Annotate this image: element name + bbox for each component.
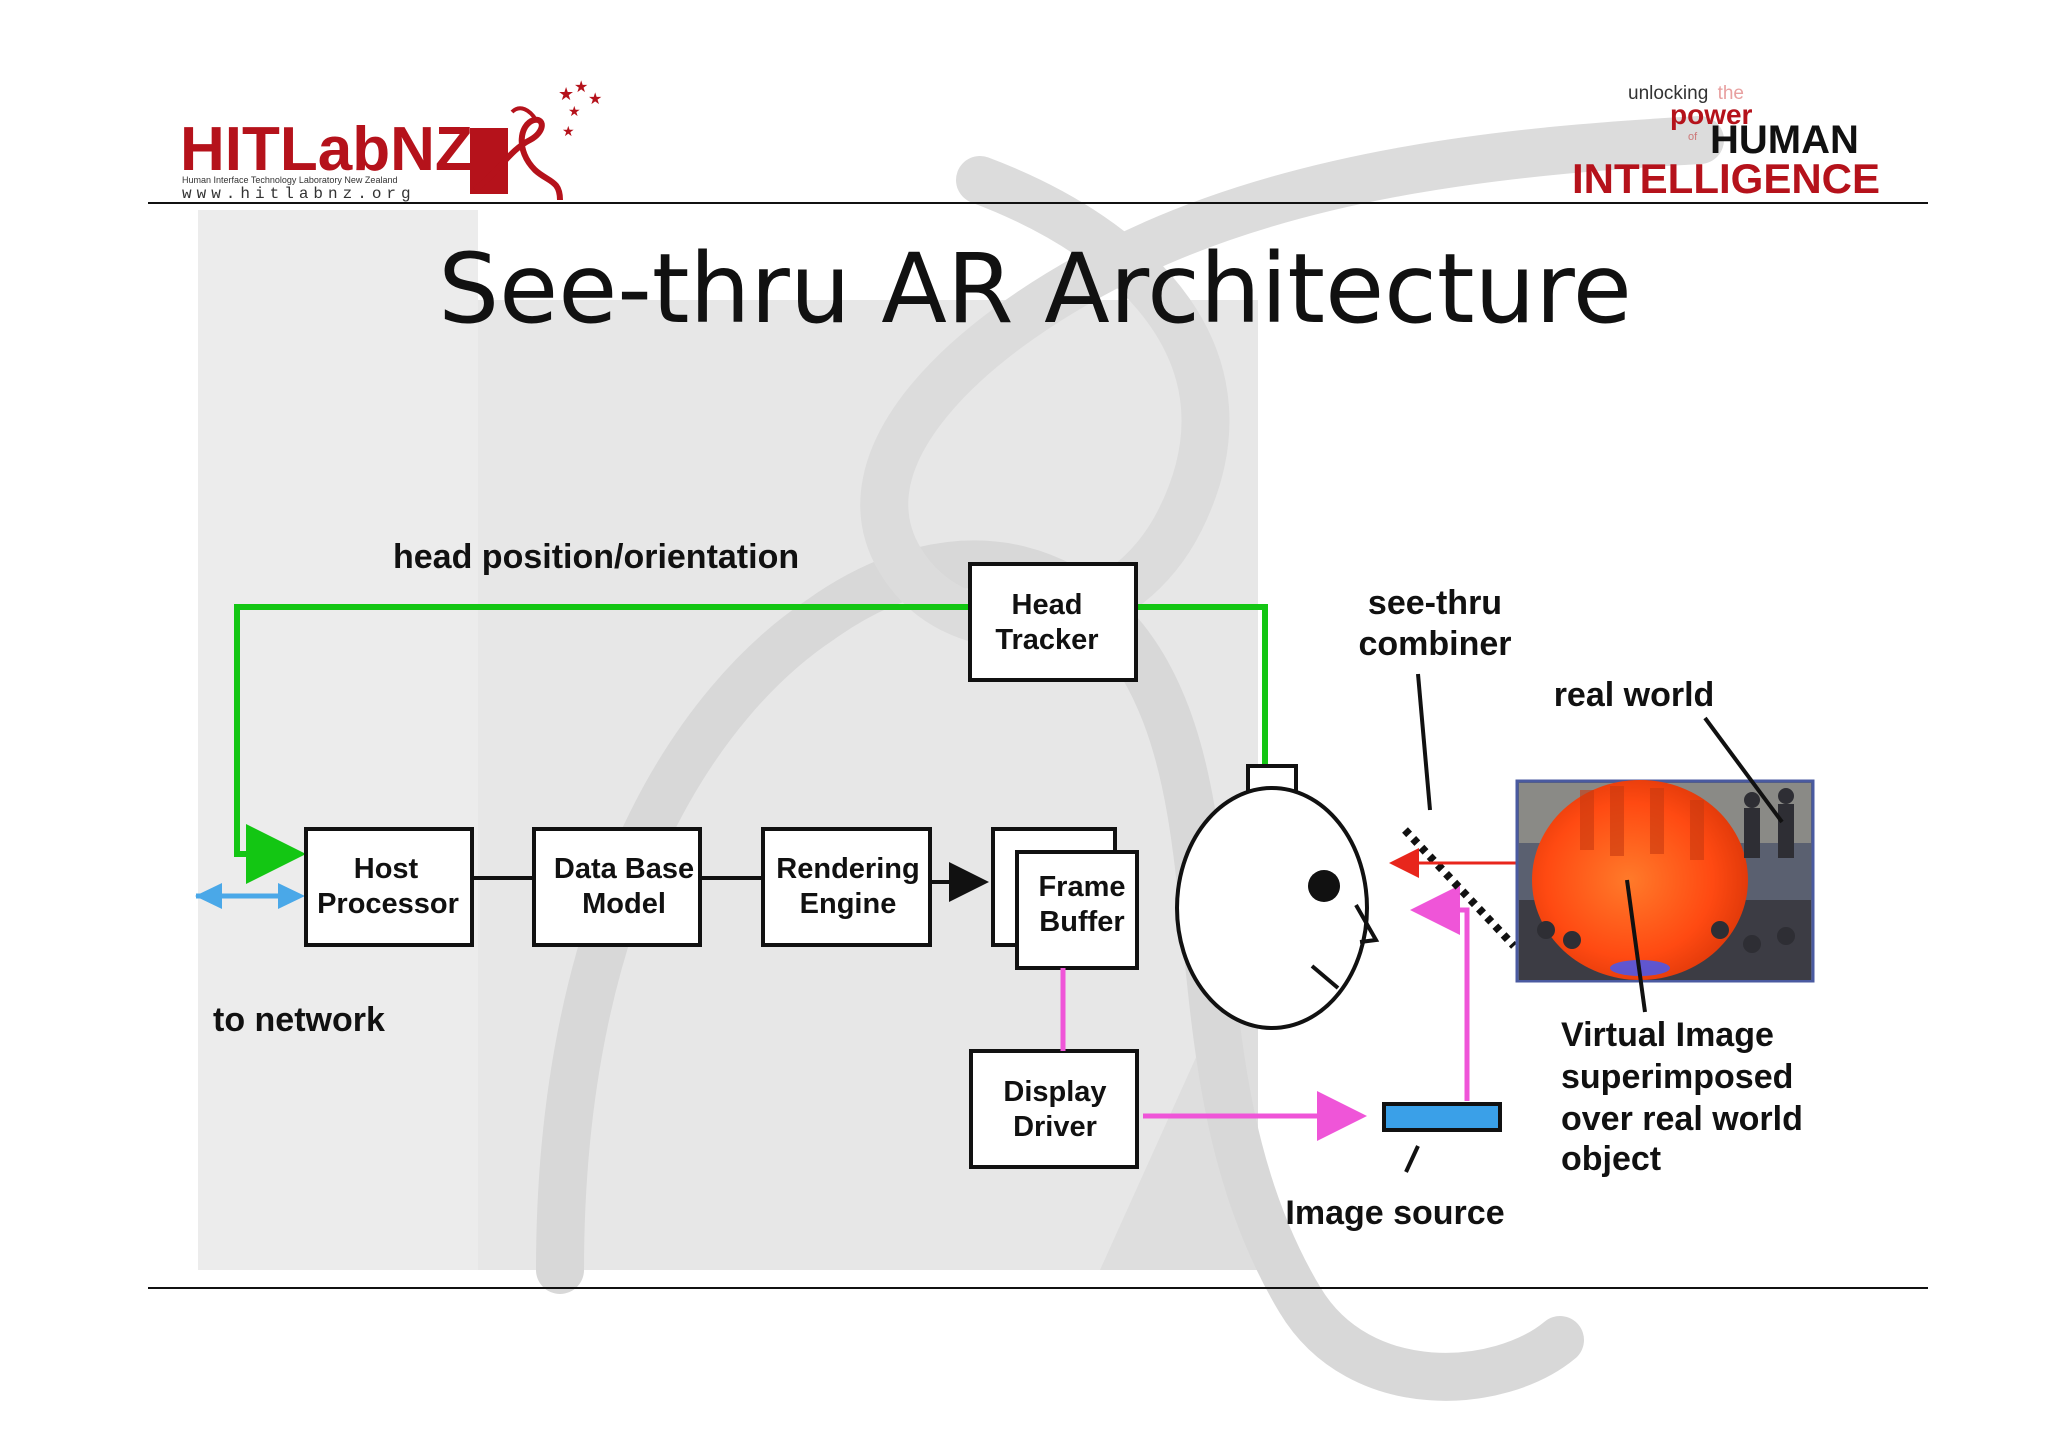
pipeline-connectors xyxy=(472,862,989,902)
head-position-label: head position/orientation xyxy=(393,538,799,576)
combiner-pointer xyxy=(1416,673,1432,811)
head-position-text: head position/orientation xyxy=(393,538,799,576)
database-line2: Model xyxy=(582,888,666,920)
svg-text:Driver: Driver xyxy=(1013,1111,1097,1143)
svg-text:superimposed: superimposed xyxy=(1561,1058,1793,1096)
display-line1: Display xyxy=(1003,1076,1106,1108)
svg-text:★: ★ xyxy=(588,91,602,108)
to-network-text: to network xyxy=(213,1001,385,1039)
see-thru-combiner xyxy=(1402,827,1517,949)
real-world-pointer xyxy=(1703,716,1784,824)
svg-text:Human Interface Technology Lab: Human Interface Technology Laboratory Ne… xyxy=(182,175,397,185)
combiner-label-line1: see-thru xyxy=(1368,584,1502,622)
svg-text:★: ★ xyxy=(568,103,581,119)
tagline-intelligence: INTELLIGENCE xyxy=(1572,155,1880,202)
tagline-human: HUMAN xyxy=(1710,118,1859,162)
svg-text:INTELLIGENCE: INTELLIGENCE xyxy=(1572,155,1880,202)
rendering-line2: Engine xyxy=(800,888,897,920)
tracker-to-host-arrow xyxy=(234,604,968,884)
to-network-label: to network xyxy=(213,1001,385,1039)
frame-buffer-box: Frame Buffer xyxy=(991,827,1139,970)
svg-text:★: ★ xyxy=(574,79,588,96)
slide-title-text: See-thru AR Architecture xyxy=(438,233,1632,345)
tagline-power: power xyxy=(1670,99,1753,130)
tagline-logo: unlocking the power of HUMAN INTELLIGENC… xyxy=(1572,83,1880,202)
virtual-image-label: Virtual Image superimposed over real wor… xyxy=(1561,1016,1803,1178)
host-line1: Host xyxy=(354,853,419,885)
svg-text:Data Base: Data Base xyxy=(554,853,694,885)
rendering-engine-box: Rendering Engine xyxy=(761,827,932,947)
svg-text:www.hitlabnz.org: www.hitlabnz.org xyxy=(182,185,416,203)
svg-text:Host: Host xyxy=(354,853,419,885)
svg-text:★: ★ xyxy=(558,84,574,104)
slide-title: See-thru AR Architecture xyxy=(438,233,1632,345)
combiner-text-2: combiner xyxy=(1358,625,1511,663)
svg-text:Model: Model xyxy=(582,888,666,920)
tracker-line2: Tracker xyxy=(995,624,1098,656)
logo-sub: Human Interface Technology Laboratory Ne… xyxy=(182,175,397,185)
real-world-label: real world xyxy=(1554,676,1715,714)
virtual-text-2: superimposed xyxy=(1561,1058,1793,1096)
image-source-label: Image source xyxy=(1285,1194,1504,1232)
tagline-unlocking: unlocking xyxy=(1628,83,1708,104)
svg-text:Rendering: Rendering xyxy=(776,853,919,885)
network-arrow xyxy=(195,883,305,909)
real-world-text: real world xyxy=(1554,676,1715,714)
image-source-block xyxy=(1382,1102,1502,1132)
combiner-label-line2: combiner xyxy=(1358,625,1511,663)
virtual-text-3: over real world xyxy=(1561,1100,1803,1138)
svg-text:unlocking the: unlocking the xyxy=(1628,83,1744,104)
logo-url: www.hitlabnz.org xyxy=(182,185,416,203)
image-source-text: Image source xyxy=(1285,1194,1504,1232)
svg-text:Display: Display xyxy=(1003,1076,1106,1108)
svg-text:Head: Head xyxy=(1012,589,1083,621)
tagline-the: the xyxy=(1718,83,1744,104)
svg-text:Frame: Frame xyxy=(1038,871,1125,903)
tracker-line1: Head xyxy=(1012,589,1083,621)
tracking-loop xyxy=(234,604,1268,884)
rendering-line1: Rendering xyxy=(776,853,919,885)
logo-emblem-icon: ★ ★ ★ ★ ★ xyxy=(470,79,602,201)
display-path xyxy=(1060,885,1470,1141)
svg-text:HITLabNZ: HITLabNZ xyxy=(180,115,473,184)
head-icon xyxy=(1175,764,1380,1030)
svg-text:Tracker: Tracker xyxy=(995,624,1098,656)
database-model-box: Data Base Model xyxy=(532,827,702,947)
tracker-to-helmet-line xyxy=(1130,604,1268,765)
svg-text:Virtual Image: Virtual Image xyxy=(1561,1016,1774,1054)
hitlab-logo: HITLabNZ Human Interface Technology Labo… xyxy=(180,79,602,203)
frame-line1: Frame xyxy=(1038,871,1125,903)
svg-text:over real world: over real world xyxy=(1561,1100,1803,1138)
virtual-image-pointer xyxy=(1625,879,1647,1013)
host-line2: Processor xyxy=(317,888,459,920)
virtual-text-4: object xyxy=(1561,1140,1661,1178)
tagline-of: of xyxy=(1688,131,1698,143)
display-line2: Driver xyxy=(1013,1111,1097,1143)
svg-text:Buffer: Buffer xyxy=(1039,906,1124,938)
host-processor-box: Host Processor xyxy=(304,827,474,947)
svg-text:Engine: Engine xyxy=(800,888,897,920)
svg-text:Processor: Processor xyxy=(317,888,459,920)
svg-text:object: object xyxy=(1561,1140,1661,1178)
svg-text:HUMAN: HUMAN xyxy=(1710,118,1859,162)
source-to-combiner-arrow xyxy=(1410,885,1470,1101)
frame-line2: Buffer xyxy=(1039,906,1124,938)
combiner-text-1: see-thru xyxy=(1368,584,1502,622)
logo-main: HITLabNZ xyxy=(180,115,473,184)
virtual-text-1: Virtual Image xyxy=(1561,1016,1774,1054)
head-tracker-box: Head Tracker xyxy=(968,562,1138,682)
image-source-pointer xyxy=(1404,1145,1420,1173)
svg-text:power: power xyxy=(1670,99,1753,130)
display-driver-box: Display Driver xyxy=(969,1049,1139,1169)
real-world-photo xyxy=(1515,779,1815,983)
svg-text:of: of xyxy=(1688,131,1698,143)
svg-text:★: ★ xyxy=(562,123,575,139)
database-line1: Data Base xyxy=(554,853,694,885)
